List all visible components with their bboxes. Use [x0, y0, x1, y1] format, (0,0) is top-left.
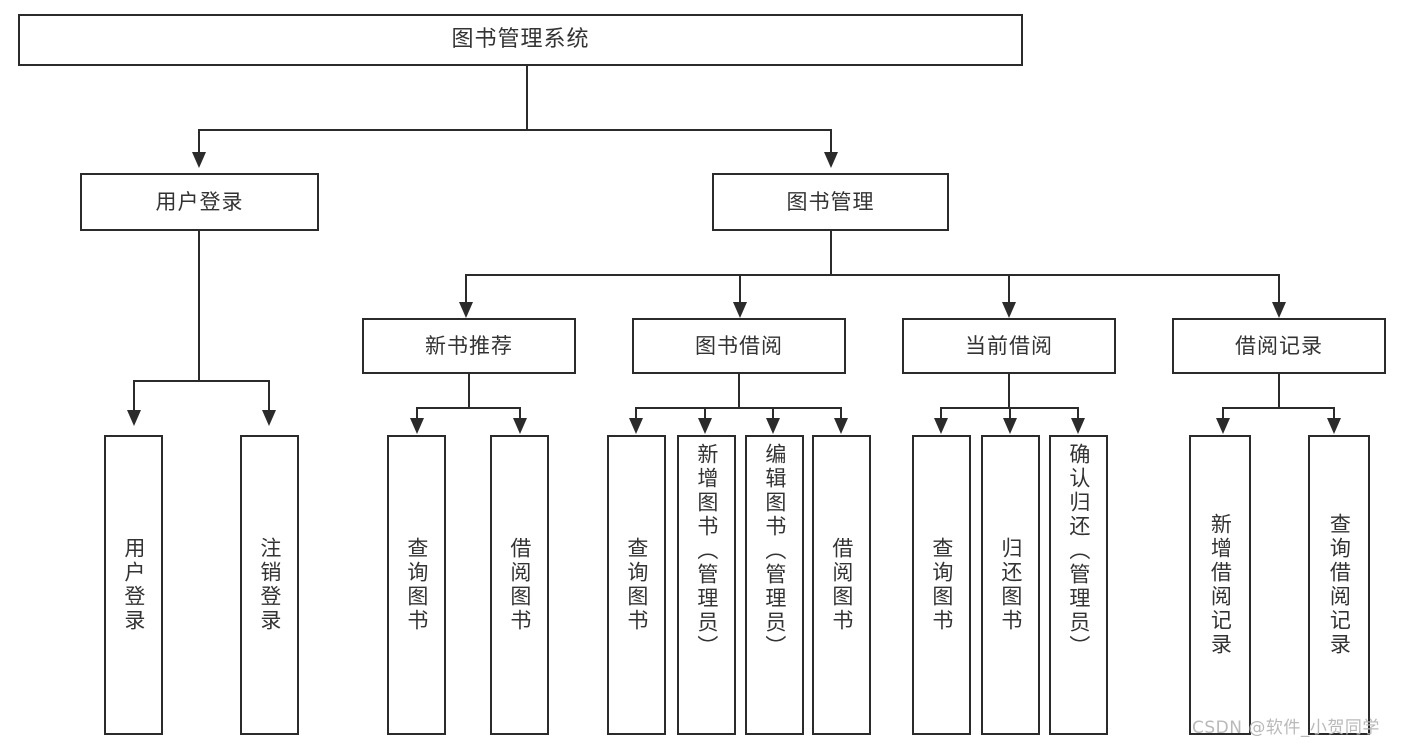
- connector-root-stem: [526, 66, 528, 130]
- connector-user-login-leg-1: [133, 380, 135, 412]
- connector-nbr-bus: [416, 407, 521, 409]
- watermark-text: CSDN @软件_小贺同学: [1192, 718, 1380, 738]
- leaf-query-books-recommend[interactable]: 查询图书: [387, 435, 446, 735]
- leaf-label: 新增借阅记录: [1208, 513, 1233, 657]
- node-user-login[interactable]: 用户登录: [80, 173, 319, 231]
- node-root-book-management-system[interactable]: 图书管理系统: [18, 14, 1023, 66]
- leaf-label: 查询图书: [404, 537, 429, 633]
- leaf-confirm-return-admin[interactable]: 确认归还（管理员）: [1049, 435, 1108, 735]
- arrowhead-bb-leaf-2: [698, 418, 712, 434]
- connector-cb-leg-2: [1009, 407, 1011, 421]
- leaf-label: 查询借阅记录: [1327, 513, 1352, 657]
- arrowhead-user-login-leaf-2: [262, 410, 276, 426]
- connector-br-leg-2: [1333, 407, 1335, 421]
- connector-nbr-leg-1: [416, 407, 418, 421]
- arrowhead-bm-to-borrow-record: [1272, 302, 1286, 318]
- node-label: 图书管理系统: [451, 27, 590, 53]
- connector-bb-leg-4: [840, 407, 842, 421]
- leaf-label: 用户登录: [121, 537, 146, 633]
- connector-user-login-stem: [198, 231, 200, 381]
- leaf-add-book-admin[interactable]: 新增图书（管理员）: [677, 435, 736, 735]
- node-label: 借阅记录: [1235, 333, 1323, 358]
- leaf-return-books[interactable]: 归还图书: [981, 435, 1040, 735]
- node-label: 图书管理: [786, 189, 875, 214]
- connector-bb-bus: [635, 407, 842, 409]
- leaf-label: 新增图书（管理员）: [694, 443, 719, 659]
- connector-cb-leg-3: [1077, 407, 1079, 421]
- connector-root-bus: [198, 129, 832, 131]
- leaf-label: 注销登录: [257, 537, 282, 633]
- arrowhead-cb-leaf-3: [1071, 418, 1085, 434]
- arrowhead-bb-leaf-3: [766, 418, 780, 434]
- leaf-label: 借阅图书: [829, 537, 854, 633]
- connector-user-login-bus: [133, 380, 270, 382]
- node-label: 当前借阅: [965, 333, 1053, 358]
- node-new-book-recommend[interactable]: 新书推荐: [362, 318, 576, 374]
- connector-book-management-stem: [830, 231, 832, 275]
- arrowhead-root-to-user-login: [192, 152, 206, 168]
- connector-bm-leg-3: [1008, 274, 1010, 304]
- node-borrow-record[interactable]: 借阅记录: [1172, 318, 1386, 374]
- arrowhead-bb-leaf-1: [629, 418, 643, 434]
- connector-br-bus: [1222, 407, 1335, 409]
- connector-book-management-bus: [465, 274, 1280, 276]
- leaf-label: 确认归还（管理员）: [1066, 443, 1091, 659]
- connector-root-to-book-management: [830, 129, 832, 154]
- connector-bm-leg-2: [739, 274, 741, 304]
- arrowhead-nbr-leaf-1: [410, 418, 424, 434]
- arrowhead-cb-leaf-1: [934, 418, 948, 434]
- arrowhead-bm-to-new-book-recommend: [459, 302, 473, 318]
- arrowhead-br-leaf-2: [1327, 418, 1341, 434]
- node-current-borrow[interactable]: 当前借阅: [902, 318, 1116, 374]
- leaf-logout[interactable]: 注销登录: [240, 435, 299, 735]
- connector-nbr-stem: [468, 374, 470, 408]
- arrowhead-root-to-book-management: [824, 152, 838, 168]
- arrowhead-user-login-leaf-1: [127, 410, 141, 426]
- arrowhead-bb-leaf-4: [834, 418, 848, 434]
- connector-bm-leg-4: [1278, 274, 1280, 304]
- connector-bb-leg-2: [704, 407, 706, 421]
- arrowhead-cb-leaf-2: [1003, 418, 1017, 434]
- connector-br-stem: [1278, 374, 1280, 408]
- connector-nbr-leg-2: [519, 407, 521, 421]
- arrowhead-bm-to-book-borrow: [733, 302, 747, 318]
- leaf-borrow-books[interactable]: 借阅图书: [812, 435, 871, 735]
- connector-user-login-leg-2: [268, 380, 270, 412]
- leaf-add-borrow-record[interactable]: 新增借阅记录: [1189, 435, 1251, 735]
- connector-bm-leg-1: [465, 274, 467, 304]
- connector-br-leg-1: [1222, 407, 1224, 421]
- arrowhead-bm-to-current-borrow: [1002, 302, 1016, 318]
- node-book-borrow[interactable]: 图书借阅: [632, 318, 846, 374]
- leaf-edit-book-admin[interactable]: 编辑图书（管理员）: [745, 435, 804, 735]
- connector-root-to-user-login: [198, 129, 200, 154]
- leaf-label: 查询图书: [624, 537, 649, 633]
- connector-cb-stem: [1008, 374, 1010, 408]
- arrowhead-nbr-leaf-2: [513, 418, 527, 434]
- leaf-borrow-books-recommend[interactable]: 借阅图书: [490, 435, 549, 735]
- connector-bb-leg-3: [772, 407, 774, 421]
- leaf-query-books-current[interactable]: 查询图书: [912, 435, 971, 735]
- node-label: 用户登录: [155, 189, 244, 214]
- leaf-label: 查询图书: [929, 537, 954, 633]
- node-label: 图书借阅: [695, 333, 783, 358]
- leaf-label: 归还图书: [998, 537, 1023, 633]
- leaf-label: 编辑图书（管理员）: [762, 443, 787, 659]
- connector-bb-stem: [738, 374, 740, 408]
- leaf-user-login[interactable]: 用户登录: [104, 435, 163, 735]
- connector-bb-leg-1: [635, 407, 637, 421]
- leaf-label: 借阅图书: [507, 537, 532, 633]
- arrowhead-br-leaf-1: [1216, 418, 1230, 434]
- connector-cb-leg-1: [940, 407, 942, 421]
- leaf-query-borrow-record[interactable]: 查询借阅记录: [1308, 435, 1370, 735]
- node-label: 新书推荐: [425, 333, 513, 358]
- node-book-management[interactable]: 图书管理: [712, 173, 949, 231]
- leaf-query-books-borrow[interactable]: 查询图书: [607, 435, 666, 735]
